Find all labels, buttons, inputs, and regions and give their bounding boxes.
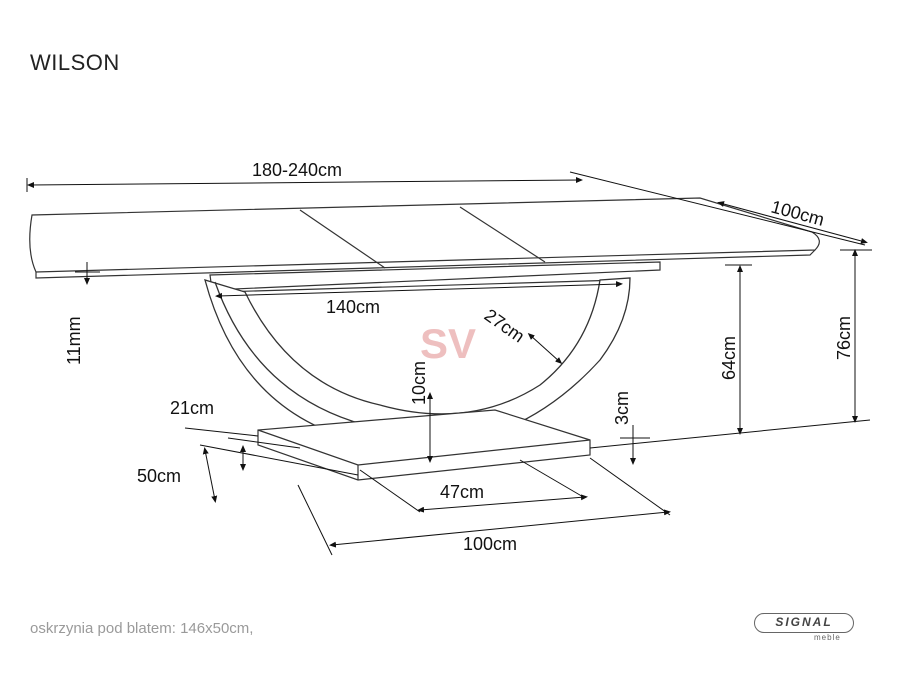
watermark-logo: SV bbox=[420, 320, 476, 367]
footer-note: oskrzynia pod blatem: 146x50cm, bbox=[30, 620, 254, 637]
product-title: WILSON bbox=[30, 50, 120, 75]
brand-logo-frame bbox=[754, 613, 854, 633]
dim-length: 180-240cm bbox=[252, 160, 342, 180]
dim-base-inner: 47cm bbox=[440, 482, 484, 502]
dim-top-thickness: 11mm bbox=[64, 316, 84, 365]
dim-frame: 140cm bbox=[326, 297, 380, 317]
brand-sub: meble bbox=[814, 633, 841, 642]
dim-base-length: 100cm bbox=[463, 534, 517, 554]
dim-base-height: 3cm bbox=[612, 391, 632, 425]
dim-base-depth: 50cm bbox=[137, 466, 181, 486]
dim-height-base: 64cm bbox=[719, 336, 739, 380]
dim-height-total: 76cm bbox=[834, 316, 854, 360]
base-plate bbox=[257, 409, 591, 481]
dimension-lines bbox=[26, 171, 872, 556]
dim-arc-gap: 10cm bbox=[409, 361, 429, 405]
watermark-text: SV bbox=[420, 320, 476, 367]
table-top bbox=[29, 197, 820, 279]
dim-arc-width: 27cm bbox=[481, 305, 529, 347]
brand-logo: SIGNAL meble bbox=[754, 613, 854, 643]
brand-name: SIGNAL bbox=[775, 615, 833, 629]
dim-base-small: 21cm bbox=[170, 398, 214, 418]
